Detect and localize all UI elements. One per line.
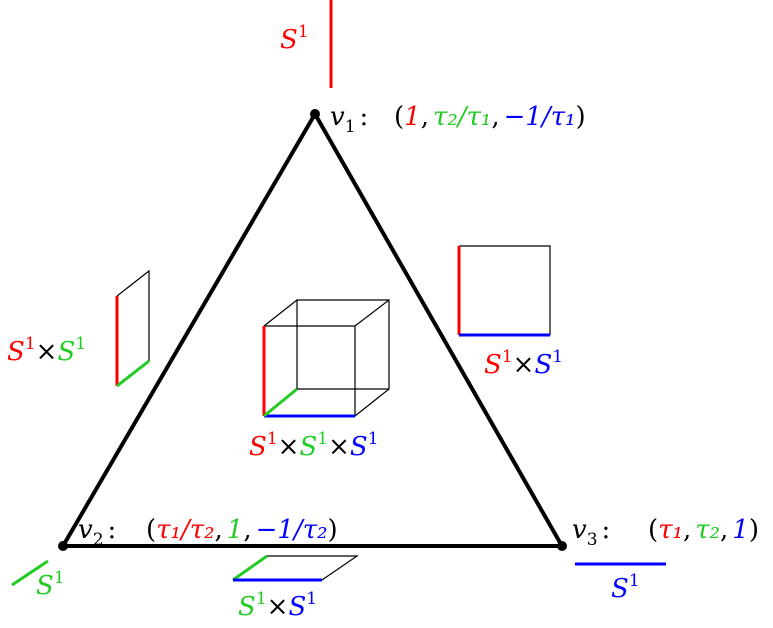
v1-coord-2: −1/τ₁ xyxy=(504,102,576,132)
v1-name: v xyxy=(330,102,345,132)
v2-open-paren: ( xyxy=(146,515,156,545)
v3-circle-S: S xyxy=(611,574,629,604)
v1-comma-1: , xyxy=(491,102,499,132)
v1-coordinates: (1,τ₂/τ₁,−1/τ₁) xyxy=(394,102,586,132)
v3-circle-label: S1 xyxy=(611,571,640,604)
v2-colon: : xyxy=(108,515,117,545)
interior-3torus-cube xyxy=(262,299,390,418)
v1-comma-0: , xyxy=(421,102,429,132)
v3-label: v3: xyxy=(572,515,610,550)
v2-circle-segment xyxy=(11,559,49,587)
left-torus-green-edge xyxy=(116,359,150,388)
v2-circle-label: S1 xyxy=(36,568,65,601)
v3-coordinates: (τ₁,τ₂,1) xyxy=(648,515,759,545)
v1-open-paren: ( xyxy=(394,102,404,132)
bottom-torus-green-edge xyxy=(232,554,268,582)
vertex-v3-dot xyxy=(557,541,567,551)
v2-coord-0: τ₁/τ₂ xyxy=(156,515,214,545)
v1-coord-0: 1 xyxy=(404,102,421,132)
right-edge-torus-label: S1×S1 xyxy=(484,347,563,380)
v2-circle-exp: 1 xyxy=(54,568,65,588)
bottom-edge-torus-label: S1×S1 xyxy=(238,589,317,622)
moment-triangle xyxy=(59,110,566,548)
v3-coord-0: τ₁ xyxy=(658,515,683,545)
vertex-v1-dot xyxy=(310,109,320,119)
v3-colon: : xyxy=(602,515,611,545)
v3-open-paren: ( xyxy=(648,515,658,545)
v3-comma-1: , xyxy=(720,515,728,545)
v3-close-paren: ) xyxy=(749,515,759,545)
left-edge-torus-figure xyxy=(115,269,150,388)
v2-label: v2: xyxy=(78,515,116,550)
v3-circle-exp: 1 xyxy=(629,571,640,591)
v2-coordinates: (τ₁/τ₂,1,−1/τ₂) xyxy=(146,515,338,545)
v1-close-paren: ) xyxy=(576,102,586,132)
v2-comma-0: , xyxy=(215,515,223,545)
v3-coord-1: τ₂ xyxy=(695,515,720,545)
v1-sub: 1 xyxy=(345,117,356,137)
v1-colon: : xyxy=(360,102,369,132)
v1-label: v1: xyxy=(330,102,368,137)
v2-sub: 2 xyxy=(93,530,104,550)
v3-sub: 3 xyxy=(587,530,598,550)
v3-name: v xyxy=(572,515,587,545)
v2-circle-S: S xyxy=(36,571,54,601)
v2-coord-1: 1 xyxy=(227,515,244,545)
interior-3torus-label: S1×S1×S1 xyxy=(249,429,379,462)
v1-circle-S: S xyxy=(280,25,298,55)
v1-circle-exp: 1 xyxy=(298,22,309,42)
v3-comma-0: , xyxy=(683,515,691,545)
v1-coord-1: τ₂/τ₁ xyxy=(433,102,491,132)
cube-green-edge xyxy=(263,387,298,418)
bottom-edge-torus-figure xyxy=(232,554,359,582)
vertex-v2-dot xyxy=(58,541,68,551)
v3-coord-2: 1 xyxy=(732,515,749,545)
v2-comma-1: , xyxy=(243,515,251,545)
v2-close-paren: ) xyxy=(328,515,338,545)
v1-circle-label: S1 xyxy=(280,22,309,55)
left-edge-torus-label: S1×S1 xyxy=(7,334,86,367)
v2-name: v xyxy=(78,515,93,545)
right-edge-torus-figure xyxy=(457,245,551,337)
v2-coord-2: −1/τ₂ xyxy=(256,515,328,545)
